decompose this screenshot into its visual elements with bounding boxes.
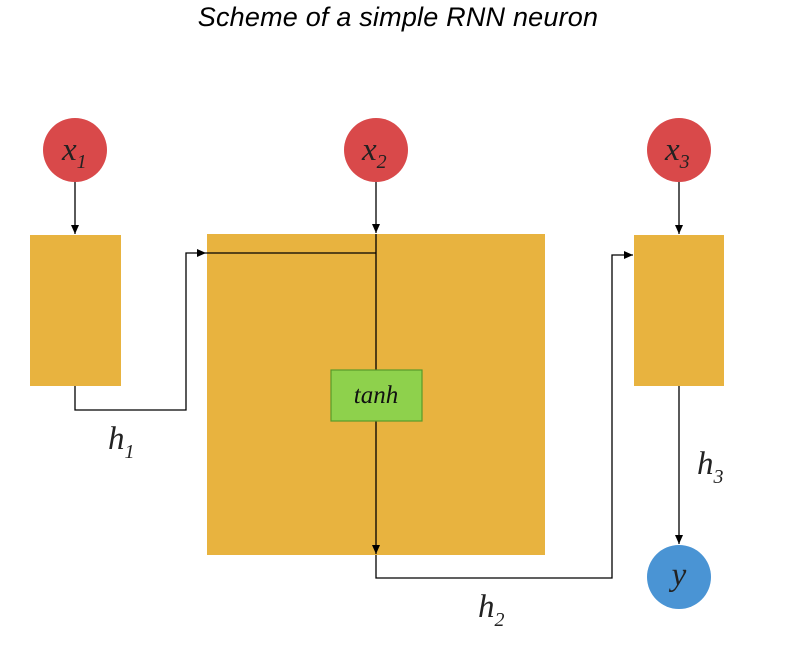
input-node-x2: x2: [344, 118, 408, 182]
h1-connection: [74, 249, 206, 411]
svg-text:x2: x2: [361, 132, 387, 173]
h2-label: h: [478, 589, 495, 625]
cell-3: [634, 235, 724, 386]
x3-subscript: 3: [679, 151, 690, 173]
h1-text: h1: [108, 421, 135, 463]
x1-subscript: 1: [77, 151, 87, 173]
y-label: y: [669, 557, 687, 593]
diagram-title: Scheme of a simple RNN neuron: [197, 2, 599, 32]
cell-1: [30, 235, 121, 386]
h1-subscript: 1: [125, 441, 135, 463]
x2-subscript: 2: [377, 151, 387, 173]
h3-label: h: [697, 446, 714, 482]
svg-text:x1: x1: [61, 132, 87, 173]
x1-label: x: [61, 132, 77, 168]
h3-text: h3: [697, 446, 724, 488]
x2-label: x: [361, 132, 377, 168]
svg-text:x3: x3: [664, 132, 690, 173]
input-node-x3: x3: [647, 118, 711, 182]
h1-label: h: [108, 421, 125, 457]
tanh-box: [330, 369, 423, 422]
h2-text: h2: [478, 589, 505, 631]
x3-label: x: [664, 132, 680, 168]
h2-connection: [375, 251, 633, 579]
h3-subscript: 3: [713, 466, 724, 488]
input-node-x1: x1: [43, 118, 107, 182]
tanh-label: tanh: [354, 382, 398, 409]
h2-subscript: 2: [495, 609, 505, 631]
output-node-y: y: [647, 545, 711, 609]
